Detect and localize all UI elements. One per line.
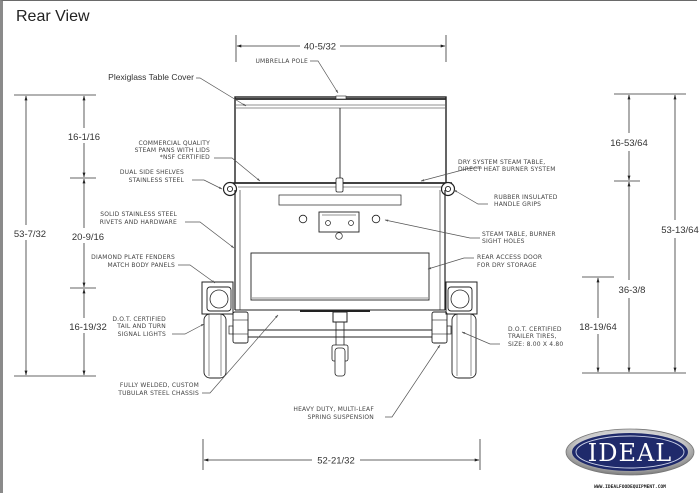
label-tail-lights: D.O.T. CERTIFIED TAIL AND TURN SIGNAL LI… xyxy=(112,316,166,338)
left-middle-value: 20-9/16 xyxy=(72,232,104,243)
svg-text:MATCH BODY PANELS: MATCH BODY PANELS xyxy=(107,262,175,269)
label-fenders: DIAMOND PLATE FENDERS MATCH BODY PANELS xyxy=(91,254,175,269)
label-plexiglass-cover: Plexiglass Table Cover xyxy=(108,72,194,82)
svg-text:STAINLESS STEEL: STAINLESS STEEL xyxy=(129,177,185,184)
svg-text:RUBBER INSULATED: RUBBER INSULATED xyxy=(494,194,558,201)
svg-text:TAIL AND TURN: TAIL AND TURN xyxy=(116,323,166,330)
label-access-door: REAR ACCESS DOOR FOR DRY STORAGE xyxy=(477,254,542,269)
left-dimensions xyxy=(14,94,96,377)
svg-text:STEAM PANS WITH LIDS: STEAM PANS WITH LIDS xyxy=(135,147,210,154)
svg-text:DRY SYSTEM STEAM TABLE,: DRY SYSTEM STEAM TABLE, xyxy=(458,159,545,166)
ideal-logo: IDEAL WWW.IDEALFOODEQUIPMENT.COM xyxy=(565,428,695,490)
svg-text:FOR DRY STORAGE: FOR DRY STORAGE xyxy=(477,262,537,269)
top-width-value: 40-5/32 xyxy=(304,42,336,53)
svg-text:SIGNAL LIGHTS: SIGNAL LIGHTS xyxy=(118,331,166,338)
svg-text:D.O.T. CERTIFIED: D.O.T. CERTIFIED xyxy=(112,316,166,323)
svg-text:SPRING SUSPENSION: SPRING SUSPENSION xyxy=(307,414,374,421)
page-title: Rear View xyxy=(16,8,90,25)
svg-text:FULLY WELDED, CUSTOM: FULLY WELDED, CUSTOM xyxy=(120,382,199,389)
right-middle-value: 36-3/8 xyxy=(619,285,646,296)
svg-text:DUAL SIDE SHELVES: DUAL SIDE SHELVES xyxy=(120,169,184,176)
svg-text:TRAILER TIRES,: TRAILER TIRES, xyxy=(507,333,557,340)
svg-text:DIRECT HEAT BURNER SYSTEM: DIRECT HEAT BURNER SYSTEM xyxy=(458,166,556,173)
label-steam-pans: COMMERCIAL QUALITY STEAM PANS WITH LIDS … xyxy=(135,140,210,161)
right-dimensions xyxy=(582,93,686,374)
trailer-drawing xyxy=(201,95,478,379)
svg-text:HEAVY DUTY, MULTI-LEAF: HEAVY DUTY, MULTI-LEAF xyxy=(293,406,374,413)
svg-text:STEAM TABLE, BURNER: STEAM TABLE, BURNER xyxy=(482,231,556,238)
label-sight-holes: STEAM TABLE, BURNER SIGHT HOLES xyxy=(482,231,556,245)
svg-text:DIAMOND PLATE FENDERS: DIAMOND PLATE FENDERS xyxy=(91,254,175,261)
svg-text:SIZE: 8.00 X 4.80: SIZE: 8.00 X 4.80 xyxy=(508,341,563,348)
svg-text:*NSF CERTIFIED: *NSF CERTIFIED xyxy=(160,154,210,161)
leader-lines xyxy=(172,60,500,418)
right-lower-value: 18-19/64 xyxy=(579,322,617,333)
label-tires: D.O.T. CERTIFIED TRAILER TIRES, SIZE: 8.… xyxy=(507,326,563,348)
svg-text:COMMERCIAL QUALITY: COMMERCIAL QUALITY xyxy=(138,140,210,147)
top-width-dimension xyxy=(235,35,447,62)
label-rivets: SOLID STAINLESS STEEL RIVETS AND HARDWAR… xyxy=(100,211,177,226)
right-total-value: 53-13/64 xyxy=(661,225,699,236)
left-total-value: 53-7/32 xyxy=(14,229,46,240)
label-dry-system: DRY SYSTEM STEAM TABLE, DIRECT HEAT BURN… xyxy=(458,159,556,173)
svg-text:TUBULAR STEEL CHASSIS: TUBULAR STEEL CHASSIS xyxy=(117,390,199,397)
logo-url: WWW.IDEALFOODEQUIPMENT.COM xyxy=(594,484,666,490)
bottom-width-dimension xyxy=(202,439,481,470)
label-chassis: FULLY WELDED, CUSTOM TUBULAR STEEL CHASS… xyxy=(117,382,199,397)
left-lower-value: 16-19/32 xyxy=(69,322,107,333)
bottom-width-value: 52-21/32 xyxy=(317,456,355,467)
svg-text:HANDLE GRIPS: HANDLE GRIPS xyxy=(494,201,541,208)
svg-text:SOLID STAINLESS STEEL: SOLID STAINLESS STEEL xyxy=(100,211,177,218)
label-handle-grips: RUBBER INSULATED HANDLE GRIPS xyxy=(494,194,558,208)
logo-brand: IDEAL xyxy=(588,439,673,467)
left-upper-value: 16-1/16 xyxy=(68,132,100,143)
svg-text:SIGHT HOLES: SIGHT HOLES xyxy=(482,238,525,245)
label-umbrella-pole: UMBRELLA POLE xyxy=(255,58,308,65)
label-side-shelves: DUAL SIDE SHELVES STAINLESS STEEL xyxy=(120,169,185,184)
label-suspension: HEAVY DUTY, MULTI-LEAF SPRING SUSPENSION xyxy=(293,406,374,421)
right-upper-value: 16-53/64 xyxy=(610,138,648,149)
svg-text:RIVETS AND HARDWARE: RIVETS AND HARDWARE xyxy=(100,219,177,226)
svg-text:D.O.T. CERTIFIED: D.O.T. CERTIFIED xyxy=(508,326,562,333)
svg-text:REAR ACCESS DOOR: REAR ACCESS DOOR xyxy=(477,254,542,261)
